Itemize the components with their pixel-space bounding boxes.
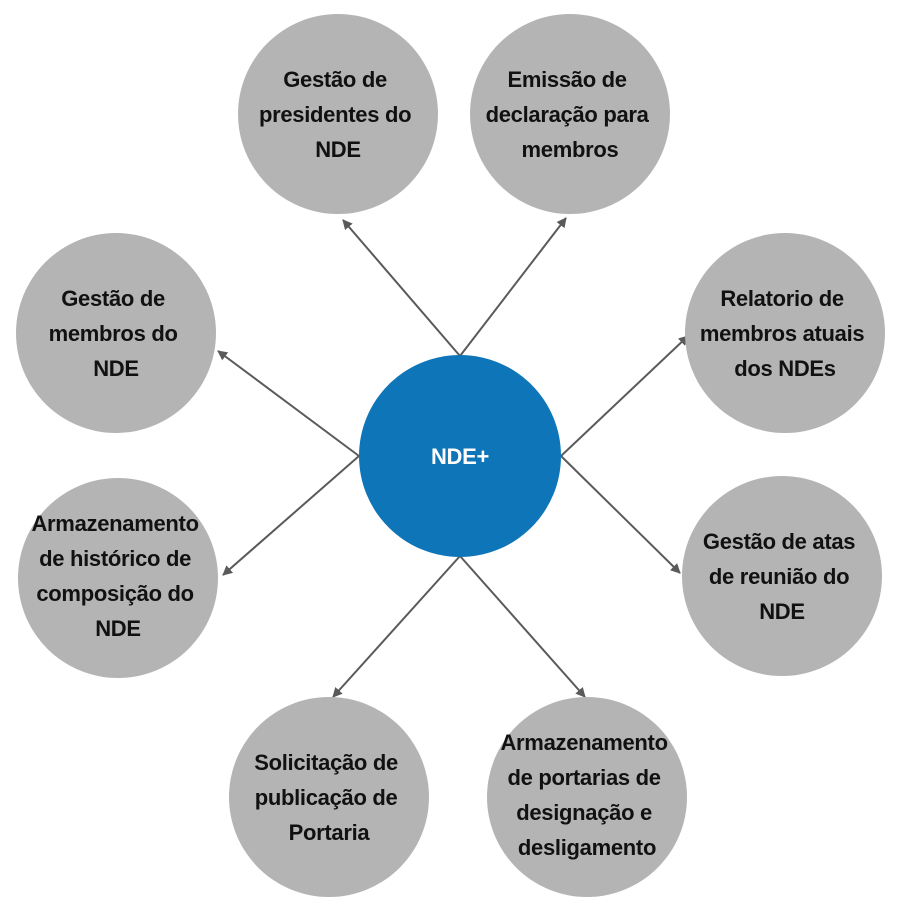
node-circle <box>16 233 216 433</box>
node-low-left: Armazenamento de histórico de composição… <box>18 478 218 678</box>
arrow-to-bottom-right <box>459 555 586 698</box>
node-bottom-left: Solicitação de publicação de Portaria <box>229 697 429 897</box>
node-label-line: NDE <box>315 137 361 162</box>
arrow-to-low-right <box>560 455 681 574</box>
node-low-right: Gestão de atas de reunião do NDE <box>682 476 882 676</box>
node-label-line: membros <box>522 137 619 162</box>
hub-label: NDE+ <box>431 444 489 469</box>
node-circle <box>18 478 218 678</box>
node-label: Armazenamento de portarias de designação… <box>500 730 673 860</box>
node-label-line: publicação de <box>255 785 398 810</box>
hub-node: NDE+ <box>359 355 561 557</box>
node-label-line: declaração para <box>486 102 650 127</box>
node-label-line: NDE <box>95 616 141 641</box>
node-label-line: Armazenamento <box>500 730 667 755</box>
node-circle <box>238 14 438 214</box>
node-label-line: Gestão de atas <box>703 529 855 554</box>
node-label-line: designação e <box>516 800 652 825</box>
node-label: Emissão de declaração para membros <box>486 67 655 162</box>
node-label: Armazenamento de histórico de composição… <box>31 511 204 641</box>
arrow-to-bottom-left <box>332 555 461 698</box>
node-circle <box>685 233 885 433</box>
node-label-line: Armazenamento <box>31 511 198 536</box>
arrow-to-mid-left <box>217 350 360 457</box>
node-circle <box>487 697 687 897</box>
node-top-right: Emissão de declaração para membros <box>470 14 670 214</box>
node-label-line: membros do <box>49 321 178 346</box>
node-label: Solicitação de publicação de Portaria <box>254 750 404 845</box>
node-label: Relatorio de membros atuais dos NDEs <box>700 286 870 381</box>
node-top-left: Gestão de presidentes do NDE <box>238 14 438 214</box>
node-label-line: dos NDEs <box>734 356 836 381</box>
connector-arrows <box>217 217 689 698</box>
node-label-line: Solicitação de <box>254 750 398 775</box>
node-label-line: Gestão de <box>61 286 165 311</box>
node-label-line: de portarias de <box>507 765 660 790</box>
node-label-line: Gestão de <box>283 67 387 92</box>
node-label-line: Emissão de <box>507 67 626 92</box>
node-label-line: NDE <box>93 356 139 381</box>
node-label-line: membros atuais <box>700 321 865 346</box>
node-mid-right: Relatorio de membros atuais dos NDEs <box>685 233 885 433</box>
node-label-line: desligamento <box>518 835 656 860</box>
arrow-to-low-left <box>222 455 360 576</box>
node-mid-left: Gestão de membros do NDE <box>16 233 216 433</box>
node-label: Gestão de membros do NDE <box>49 286 184 381</box>
arrow-to-top-left <box>342 219 461 357</box>
node-label-line: NDE <box>759 599 805 624</box>
node-bottom-right: Armazenamento de portarias de designação… <box>487 697 687 897</box>
node-label: Gestão de atas de reunião do NDE <box>703 529 861 624</box>
node-label-line: de histórico de <box>39 546 191 571</box>
node-label: Gestão de presidentes do NDE <box>259 67 417 162</box>
node-label-line: composição do <box>36 581 193 606</box>
arrow-to-top-right <box>459 217 567 357</box>
node-circle <box>682 476 882 676</box>
node-circle <box>470 14 670 214</box>
node-label-line: Portaria <box>289 820 371 845</box>
arrow-to-mid-right <box>560 335 689 457</box>
node-label-line: presidentes do <box>259 102 411 127</box>
hub-circle <box>359 355 561 557</box>
node-circle <box>229 697 429 897</box>
node-label-line: de reunião do <box>709 564 849 589</box>
node-label-line: Relatorio de <box>720 286 844 311</box>
